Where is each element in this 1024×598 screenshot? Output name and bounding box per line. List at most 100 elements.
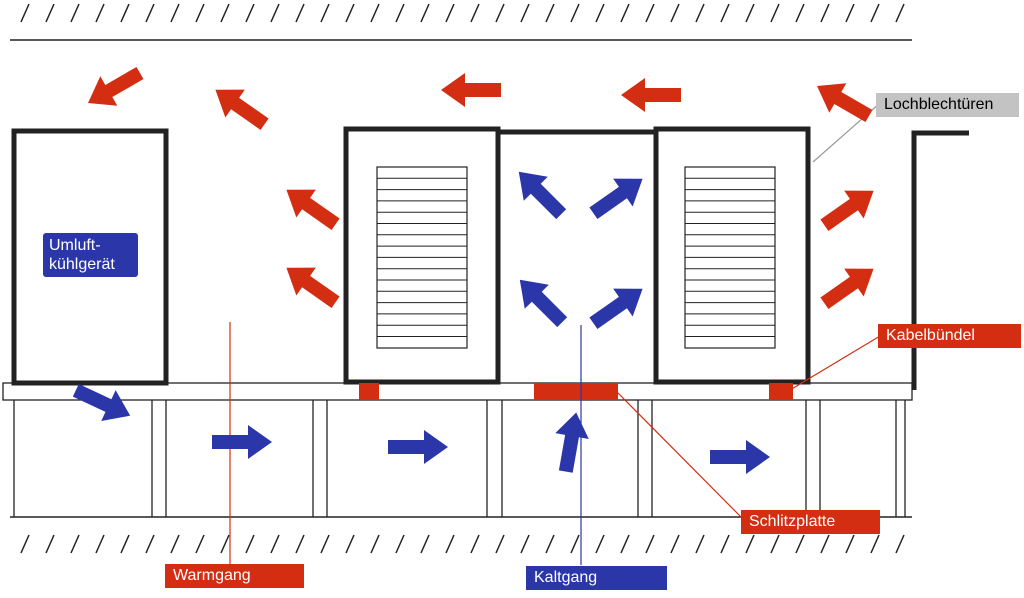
perforated-doors-label: Lochblechtüren [876,93,1019,117]
warm-arrow [808,71,878,131]
floor-hatch-line [720,534,730,554]
warm-arrow [814,176,884,240]
floor-hatch-line [120,534,130,554]
cold-arrow [388,430,448,464]
ceiling-hatch-line [195,3,205,23]
floor-hatch-line [345,534,355,554]
ceiling-hatch-line [95,3,105,23]
ceiling-hatch-line [445,3,455,23]
ceiling-hatch-line [370,3,380,23]
cold-arrow [507,267,575,335]
ceiling-hatch-line [720,3,730,23]
cold-arrow [212,425,272,459]
ceiling-hatch-line [770,3,780,23]
ceiling-hatch-line [295,3,305,23]
ceiling-hatch-line [645,3,655,23]
ceiling-hatch-line [595,3,605,23]
leader-lines [229,102,881,565]
rack-left [343,126,501,385]
warm-arrow [621,78,681,112]
floor-hatch-line [620,534,630,554]
ceiling-hatch-line [245,3,255,23]
floor-hatch-line [195,534,205,554]
floor-hatch-line [420,534,430,554]
floor-hatch-line [395,534,405,554]
floor-hatch-line [70,534,80,554]
cold-arrow [506,159,574,227]
ceiling-hatch-line [570,3,580,23]
floor-hatch-line [520,534,530,554]
cold-aisle-label: Kaltgang [526,566,667,590]
ceiling-hatch-line [870,3,880,23]
warm-arrow [441,73,501,107]
ceiling-hatch-line [20,3,30,23]
floor-hatch-line [295,534,305,554]
ceiling-hatch-line [420,3,430,23]
floor-hatch-line [745,534,755,554]
floor-hatch-line [370,534,380,554]
slotted-plate [534,383,618,400]
ceiling-hatch-line [170,3,180,23]
ceiling-hatch-line [795,3,805,23]
floor-hatch-line [845,534,855,554]
floor-hatch-line [145,534,155,554]
floor-hatch-line [270,534,280,554]
floor-hatch-line [645,534,655,554]
floor-hatch-line [870,534,880,554]
warm-arrow [814,254,884,318]
cable-bundle-left [359,383,379,400]
floor-hatch-line [170,534,180,554]
rack-partial [911,130,969,390]
cold-arrow [549,409,593,475]
floor-hatch-line [220,534,230,554]
hot-aisle-label: Warmgang [165,564,304,588]
ceiling-hatch-line [220,3,230,23]
floor-hatch-line [820,534,830,554]
warm-arrow [276,175,346,239]
floor-hatch-line [495,534,505,554]
floor-hatch-line [45,534,55,554]
cable-bundle-right [769,383,793,400]
floor-hatch-line [595,534,605,554]
floor-hatch-line [20,534,30,554]
floor-hatch-line [445,534,455,554]
ceiling-hatch-line [820,3,830,23]
ceiling-hatch-line [545,3,555,23]
cooling-unit-label: Umluft- kühlgerät [43,233,138,277]
ceiling-hatch-line [520,3,530,23]
ceiling-hatch-line [45,3,55,23]
floor-hatch-line [570,534,580,554]
ceiling-hatch-line [495,3,505,23]
slotted-plate-label: Schlitzplatte [741,510,880,534]
warm-arrow [276,253,346,317]
floor-hatch-line [95,534,105,554]
ceiling-hatch-line [745,3,755,23]
ceiling-hatch-line [895,3,905,23]
ceiling-hatch-line [845,3,855,23]
cold-arrow [583,274,653,338]
ceiling-hatch-line [620,3,630,23]
floor-hatch-line [670,534,680,554]
floor-hatch-line [895,534,905,554]
ceiling-hatch-line [320,3,330,23]
floor-hatch-line [795,534,805,554]
warm-arrow [79,58,149,118]
ceiling-hatch-line [145,3,155,23]
ceiling-hatch-line [70,3,80,23]
ceiling-hatch-line [345,3,355,23]
ceiling-hatch-line [670,3,680,23]
cable-bundle-label: Kabelbündel [878,324,1021,348]
floor-hatch-line [545,534,555,554]
ceiling-hatch-line [695,3,705,23]
raised-floor [2,382,913,517]
ceiling-hatch-line [395,3,405,23]
floor-hatch-line [470,534,480,554]
floor-hatch-line [245,534,255,554]
floor-hatch-line [320,534,330,554]
ceiling-hatch-line [270,3,280,23]
ceiling-hatch-line [120,3,130,23]
floor-hatch-line [695,534,705,554]
warm-arrow [205,75,275,139]
cold-arrow [710,440,770,474]
